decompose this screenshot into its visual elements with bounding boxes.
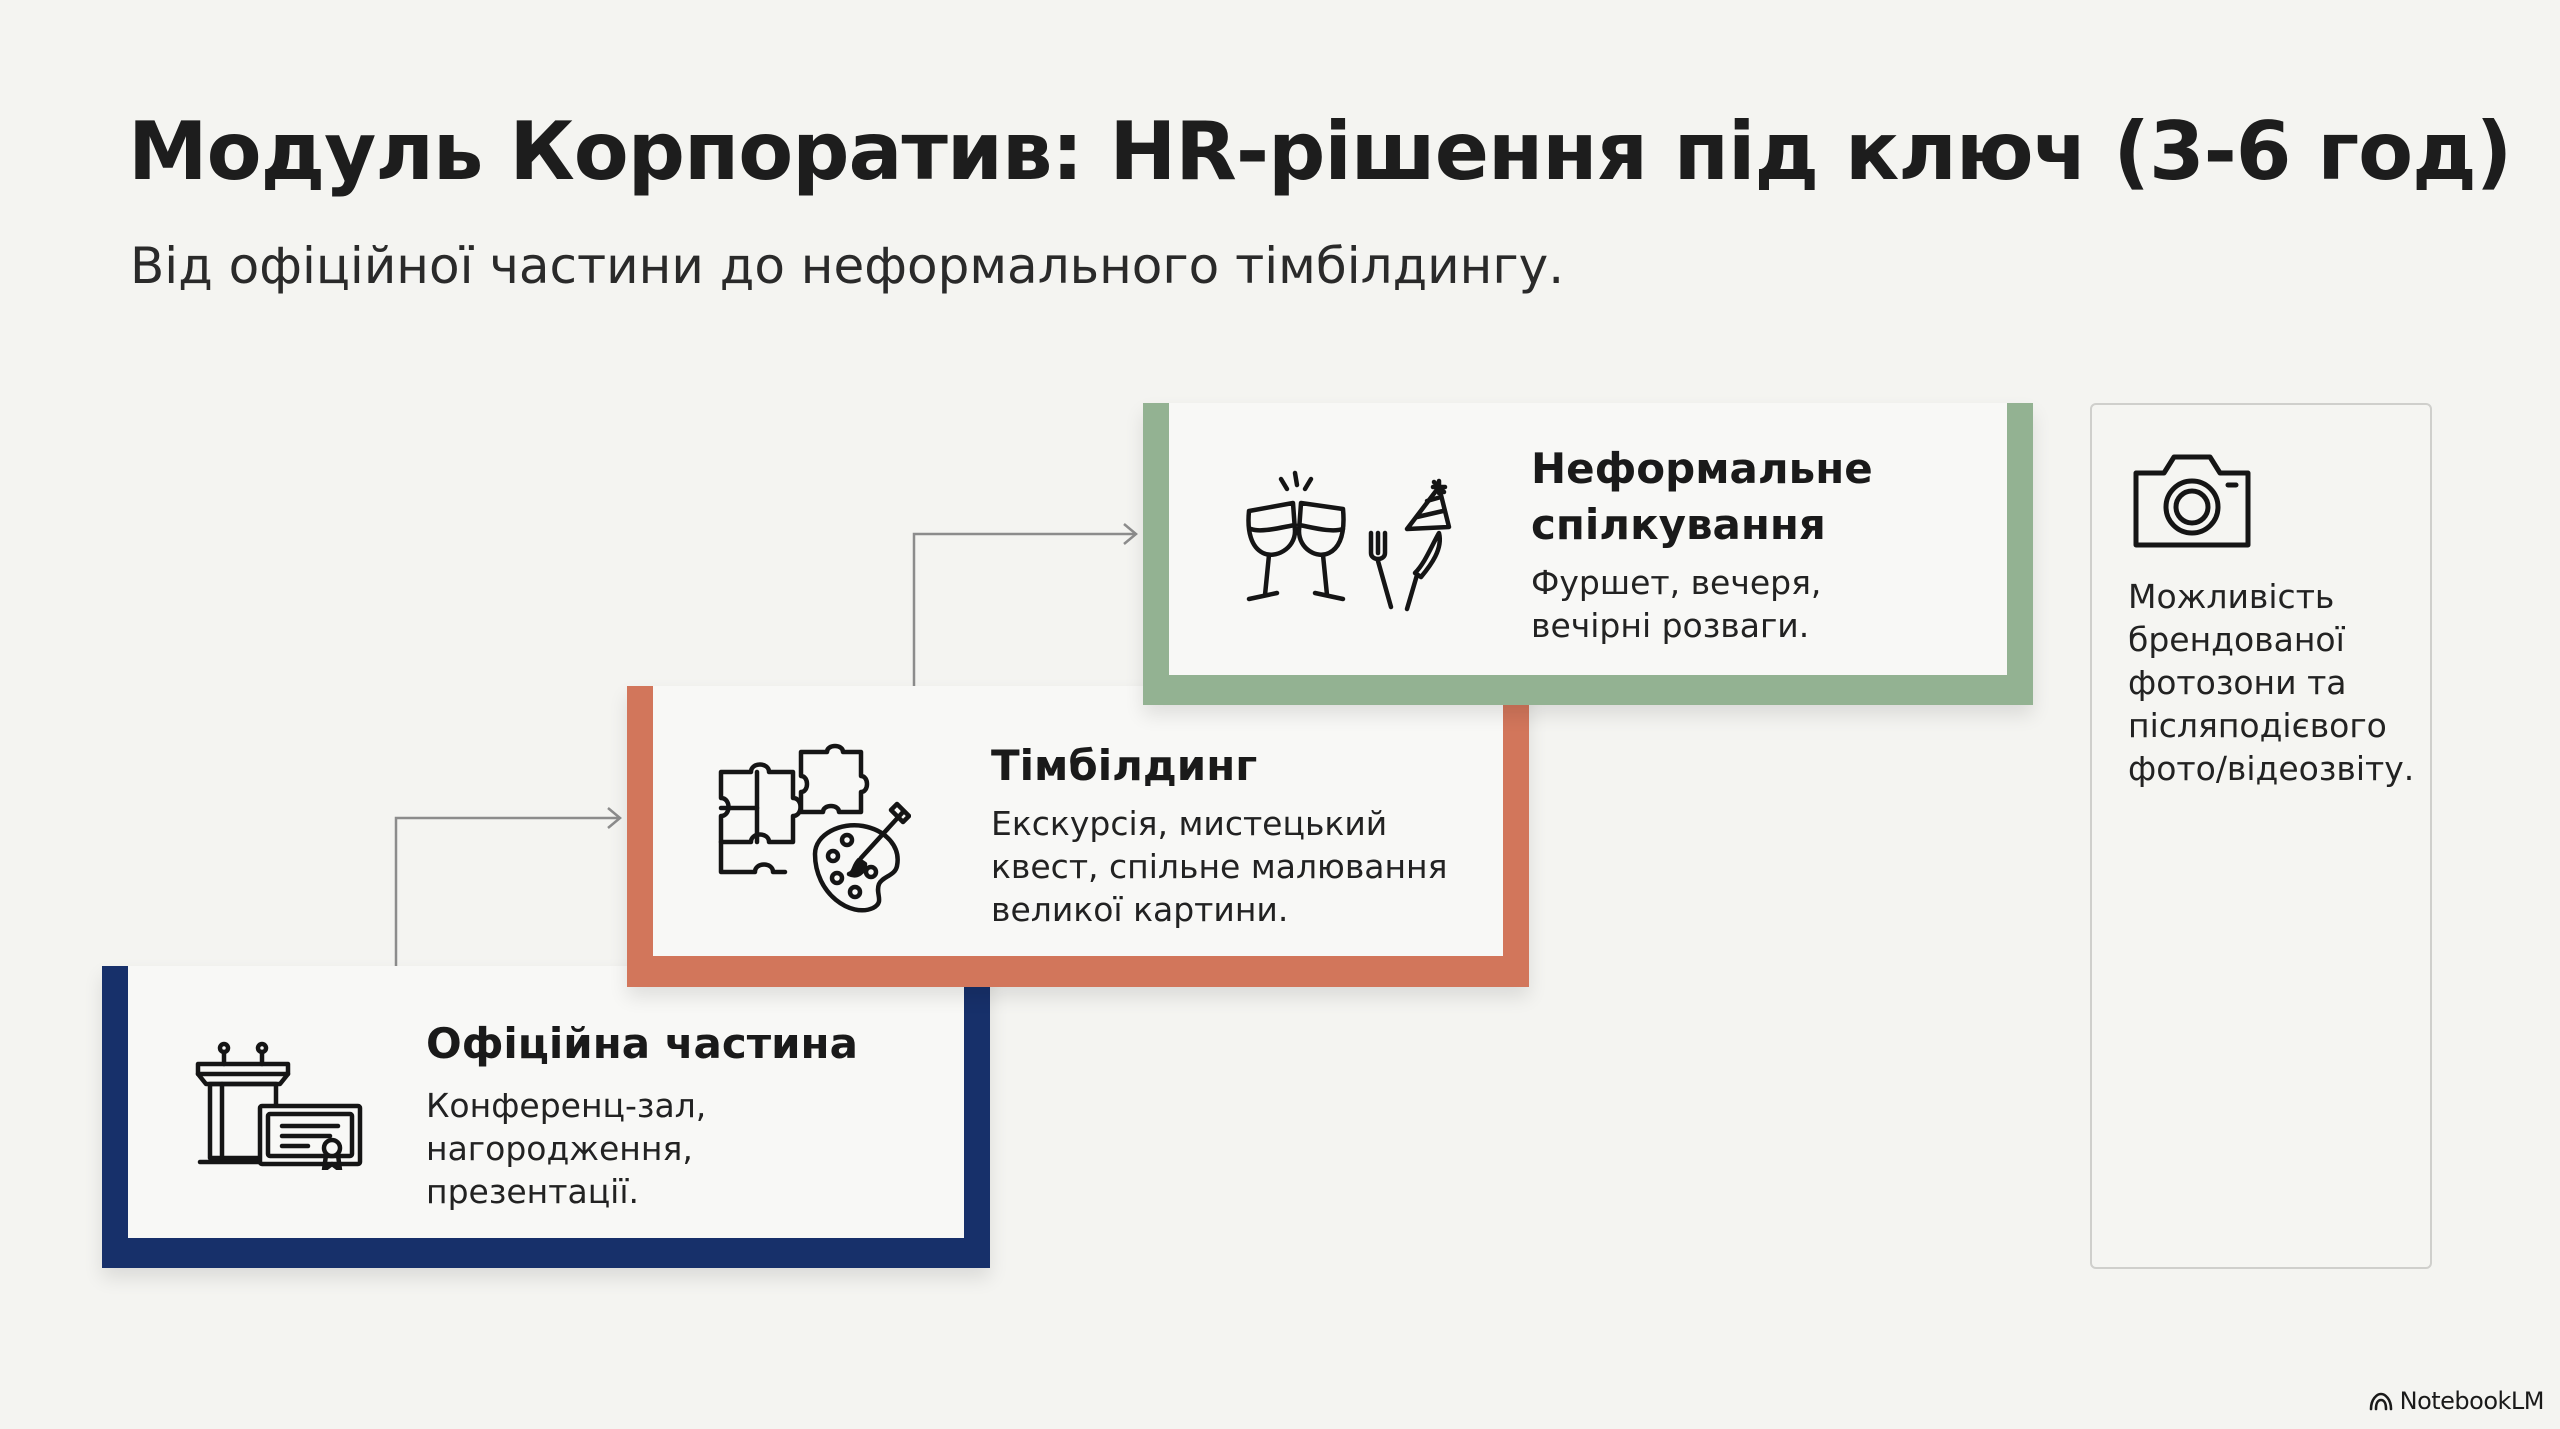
podium-certificate-icon bbox=[190, 1028, 368, 1170]
connector-official-to-team bbox=[394, 807, 622, 966]
step-card-informal: Неформальне спілкування Фуршет, вечеря, … bbox=[1143, 403, 2033, 705]
page-title: Модуль Корпоратив: HR-рішення під ключ (… bbox=[128, 105, 2512, 198]
notebooklm-logo-icon bbox=[2369, 1392, 2392, 1411]
photo-zone-card: Можливість брендованої фотозони та після… bbox=[2090, 403, 2432, 1269]
step-title-teambuilding: Тімбілдинг bbox=[991, 741, 1258, 790]
page-subtitle: Від офіційної частини до неформального т… bbox=[130, 237, 1565, 295]
puzzle-palette-icon bbox=[715, 742, 911, 914]
step-card-teambuilding: Тімбілдинг Екскурсія, мистецький квест, … bbox=[627, 686, 1529, 987]
photo-zone-text: Можливість брендованої фотозони та після… bbox=[2128, 577, 2415, 788]
step-card-teambuilding-body: Тімбілдинг Екскурсія, мистецький квест, … bbox=[653, 686, 1503, 956]
step-card-official: Офіційна частина Конференц-зал, нагородж… bbox=[102, 966, 990, 1268]
connector-team-to-informal bbox=[912, 523, 1138, 686]
step-description-official: Конференц-зал, нагородження, презентації… bbox=[426, 1086, 707, 1211]
brand-label: NotebookLM bbox=[2399, 1387, 2545, 1415]
camera-icon bbox=[2128, 449, 2256, 553]
toast-party-icon bbox=[1231, 469, 1475, 617]
step-title-informal: Неформальне спілкування bbox=[1531, 444, 1873, 549]
step-title-official: Офіційна частина bbox=[426, 1019, 858, 1068]
step-description-informal: Фуршет, вечеря, вечірні розваги. bbox=[1531, 563, 1822, 645]
step-card-official-body: Офіційна частина Конференц-зал, нагородж… bbox=[128, 966, 964, 1238]
step-card-informal-body: Неформальне спілкування Фуршет, вечеря, … bbox=[1169, 403, 2007, 675]
brand-watermark: NotebookLM bbox=[2368, 1387, 2545, 1415]
step-description-teambuilding: Екскурсія, мистецький квест, спільне мал… bbox=[991, 804, 1448, 929]
